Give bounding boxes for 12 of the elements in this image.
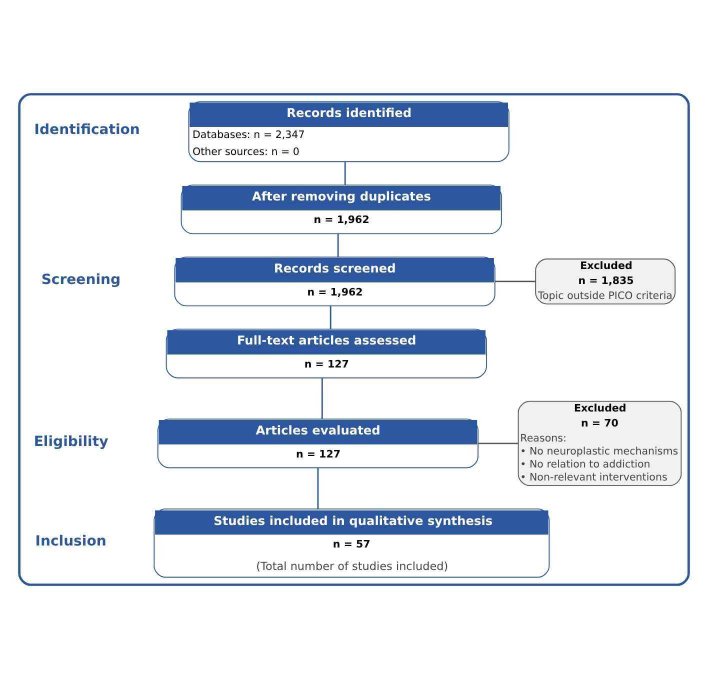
connector	[344, 162, 346, 185]
connector	[317, 468, 319, 509]
connector	[494, 280, 536, 282]
label: Screening	[41, 272, 121, 288]
connector	[321, 378, 323, 419]
cluster	[18, 93, 690, 586]
connector	[330, 306, 332, 330]
connector	[478, 442, 518, 444]
label: Identification	[34, 122, 140, 138]
label: Inclusion	[35, 533, 106, 550]
connector	[337, 234, 339, 258]
label: Eligibility	[34, 434, 108, 450]
